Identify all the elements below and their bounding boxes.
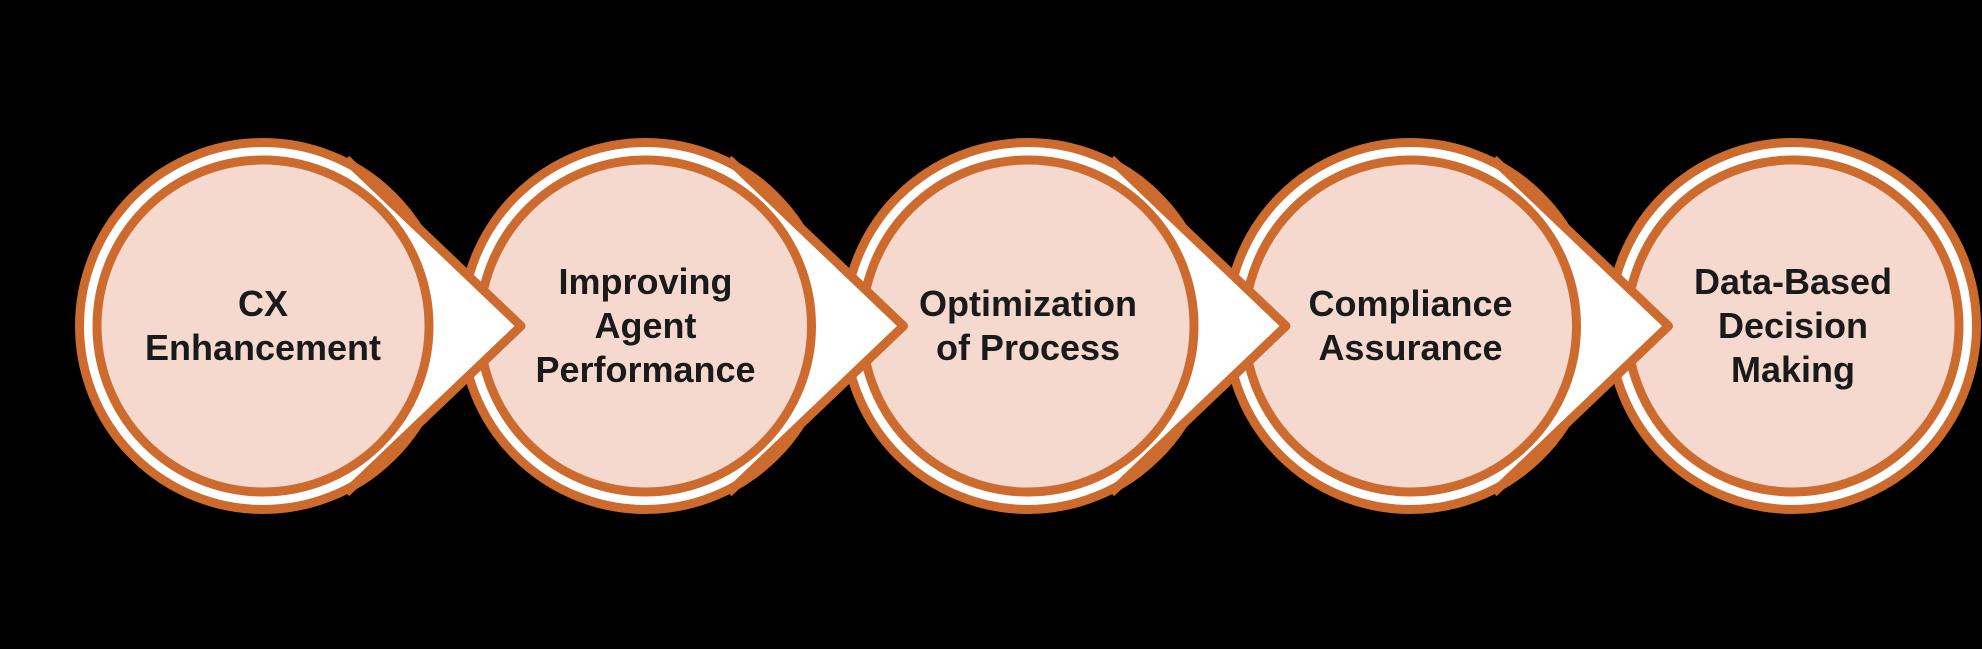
connector-arrow bbox=[768, 197, 904, 455]
connector-arrow bbox=[1150, 197, 1286, 455]
step-circle-inner bbox=[92, 155, 434, 497]
step-circle-inner bbox=[475, 155, 816, 497]
connector-arrow-outline bbox=[725, 155, 908, 497]
connector-arrow-outline bbox=[1107, 155, 1291, 497]
step-circle-inner bbox=[1622, 155, 1964, 497]
connector-arrow-outline bbox=[342, 155, 526, 497]
connector-arrow-outline bbox=[1490, 155, 1673, 497]
connector-arrow bbox=[385, 197, 521, 455]
step-circle-inner bbox=[857, 155, 1199, 497]
step-circle-inner bbox=[1240, 155, 1581, 497]
connector-arrow bbox=[1533, 197, 1669, 455]
